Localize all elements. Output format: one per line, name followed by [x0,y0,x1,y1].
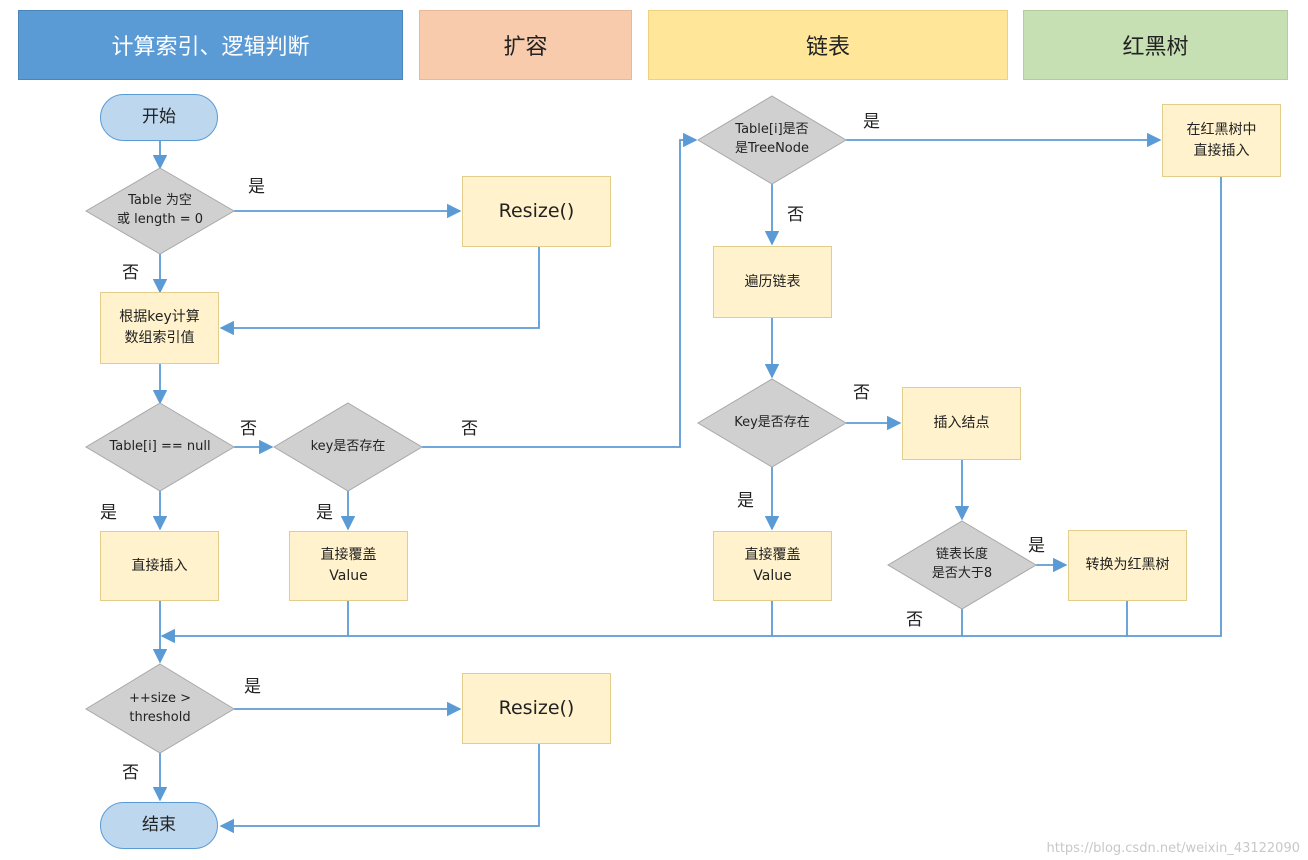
decision-key-exists: key是否存在 [310,438,386,454]
insert-node-box: 插入结点 [902,387,1021,460]
resize-box-2: Resize() [462,673,611,744]
label-yes-key-exists-list: 是 [737,491,754,511]
band-red-black-tree: 红黑树 [1023,10,1288,80]
label-yes-list-length: 是 [1028,536,1045,556]
label-yes-table-null: 是 [100,503,117,523]
start-terminal: 开始 [100,94,218,141]
decision-list-length: 链表长度 是否大于8 [931,547,993,581]
decision-treenode: Table[i]是否 是TreeNode [734,122,809,156]
edge-merge-line [160,177,1222,644]
direct-override-box-1: 直接覆盖 Value [289,531,408,601]
direct-insert-box: 直接插入 [100,531,219,601]
label-no-key-exists: 否 [461,419,478,439]
label-no-treenode: 否 [787,205,804,225]
decision-table-null-shape [85,402,235,492]
decision-key-exists-shape [273,402,423,492]
label-no-key-exists-list: 否 [853,383,870,403]
decision-threshold-shape [85,663,235,754]
edge-resize-to-calc [219,247,540,336]
calc-index-box: 根据key计算 数组索引值 [100,292,219,364]
band-linked-list: 链表 [648,10,1008,80]
edge-key-no-to-treenode [422,132,698,448]
band-resize: 扩容 [419,10,632,80]
decision-list-length-shape [887,520,1037,610]
band-calc-index: 计算索引、逻辑判断 [18,10,403,80]
label-yes-table-empty: 是 [248,177,265,197]
decision-key-exists-list: Key是否存在 [734,414,810,430]
decision-table-empty-shape [85,167,235,255]
decision-threshold: ++size > threshold [128,691,192,725]
label-yes-threshold: 是 [244,677,261,697]
direct-override-box-2: 直接覆盖 Value [713,531,832,601]
watermark: https://blog.csdn.net/weixin_43122090 [1046,841,1300,856]
resize-box-1: Resize() [462,176,611,247]
tree-insert-box: 在红黑树中 直接插入 [1162,104,1281,177]
end-terminal: 结束 [100,802,218,849]
decision-treenode-shape [697,95,847,185]
label-no-table-null: 否 [240,419,257,439]
decision-table-null: Table[i] == null [109,438,211,454]
label-yes-treenode: 是 [863,112,880,132]
label-no-list-length: 否 [906,610,923,630]
label-no-threshold: 否 [122,763,139,783]
traverse-list-box: 遍历链表 [713,246,832,318]
label-yes-key-exists: 是 [316,503,333,523]
label-no-table-empty: 否 [122,263,139,283]
decision-table-empty: Table 为空 或 length = 0 [117,193,203,227]
edge-resize2-to-end [219,744,540,834]
decision-key-exists-list-shape [697,378,847,468]
to-tree-box: 转换为红黑树 [1068,530,1187,601]
